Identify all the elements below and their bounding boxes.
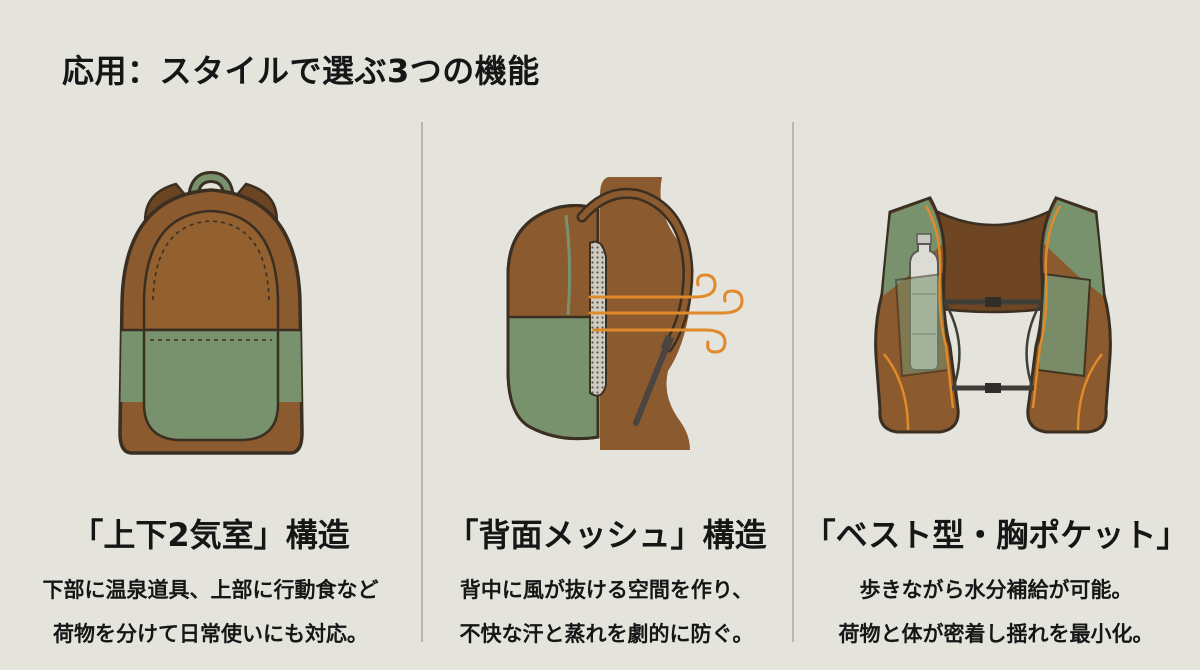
- page-title: 応用：スタイルで選ぶ3つの機能: [62, 52, 540, 90]
- lower-strap: [633, 340, 671, 426]
- vest-left-panel: [874, 196, 960, 434]
- back-mesh-backpack-icon: [506, 177, 744, 450]
- feature-description: 下部に温泉道具、上部に行動食など 荷物を分けて日常使いにも対応。: [0, 568, 421, 656]
- airflow-lines: [588, 273, 744, 354]
- feature-column-vest: 「ベスト型・胸ポケット」 歩きながら水分補給が可能。 荷物と体が密着し揺れを最小…: [792, 0, 1200, 670]
- description-line: 荷物と体が密着し揺れを最小化。: [838, 622, 1154, 646]
- vest-right-panel: [1026, 196, 1112, 434]
- front-pocket: [142, 328, 280, 442]
- feature-heading: 「上下2気室」構造: [71, 516, 350, 554]
- column-divider: [792, 122, 794, 642]
- description-line: 歩きながら水分補給が可能。: [859, 578, 1133, 602]
- chest-straps: [944, 297, 1042, 393]
- feature-column-two-compartment: 「上下2気室」構造 下部に温泉道具、上部に行動食など 荷物を分けて日常使いにも対…: [0, 0, 421, 670]
- feature-heading: 「ベスト型・胸ポケット」: [803, 516, 1189, 554]
- two-compartment-backpack-icon: [118, 170, 304, 455]
- description-line: 不快な汗と蒸れを劇的に防ぐ。: [459, 622, 754, 646]
- strap-buckle: [660, 335, 675, 352]
- feature-description: 背中に風が抜ける空間を作り、 不快な汗と蒸れを劇的に防ぐ。: [421, 568, 792, 656]
- feature-description: 歩きながら水分補給が可能。 荷物と体が密着し揺れを最小化。: [792, 568, 1200, 656]
- feature-heading: 「背面メッシュ」構造: [446, 516, 767, 554]
- description-line: 背中に風が抜ける空間を作り、: [459, 578, 754, 602]
- zipper-line: [152, 220, 270, 301]
- vest-pack-icon: [874, 196, 1112, 434]
- side-zipper: [564, 214, 572, 316]
- description-line: 荷物を分けて日常使いにも対応。: [53, 622, 368, 646]
- strap-buckle: [985, 297, 1001, 307]
- strap-buckle: [985, 383, 1001, 393]
- top-compartment: [142, 209, 280, 332]
- description-line: 下部に温泉道具、上部に行動食など: [42, 578, 379, 602]
- back-mesh-panel: [589, 240, 607, 397]
- column-divider: [421, 122, 423, 642]
- backpack-lower-section: [508, 317, 598, 439]
- feature-column-back-mesh: 「背面メッシュ」構造 背中に風が抜ける空間を作り、 不快な汗と蒸れを劇的に防ぐ。: [421, 0, 792, 670]
